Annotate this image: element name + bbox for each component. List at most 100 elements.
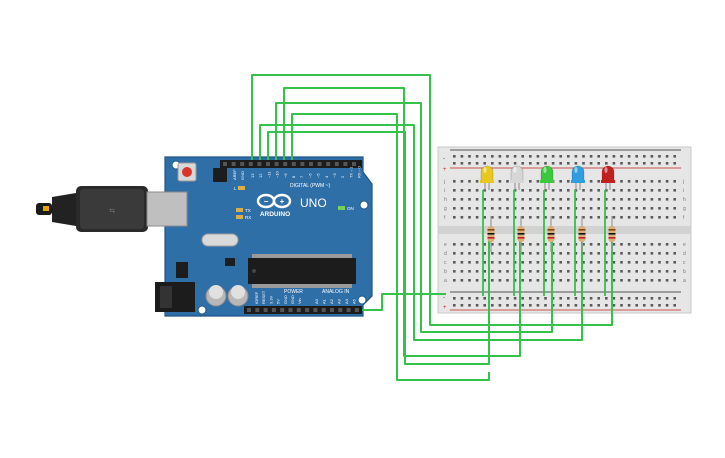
breadboard-hole[interactable] [529, 155, 532, 158]
breadboard-hole[interactable] [529, 252, 532, 255]
breadboard-hole[interactable] [513, 155, 517, 158]
breadboard-hole[interactable] [559, 162, 562, 165]
breadboard-hole[interactable] [521, 252, 524, 255]
breadboard-hole[interactable] [589, 261, 593, 264]
header-hole[interactable] [334, 162, 339, 166]
breadboard-hole[interactable] [491, 304, 494, 307]
breadboard-hole[interactable] [567, 279, 570, 282]
breadboard-hole[interactable] [612, 261, 616, 264]
breadboard-hole[interactable] [627, 155, 631, 158]
breadboard-hole[interactable] [643, 279, 646, 282]
breadboard-hole[interactable] [544, 189, 547, 192]
breadboard-hole[interactable] [673, 270, 676, 273]
breadboard-hole[interactable] [597, 189, 600, 192]
breadboard-hole[interactable] [658, 207, 661, 210]
led-white[interactable] [510, 165, 524, 190]
breadboard-hole[interactable] [468, 189, 471, 192]
breadboard-hole[interactable] [506, 162, 509, 165]
breadboard-hole[interactable] [483, 297, 486, 300]
breadboard-hole[interactable] [460, 261, 464, 264]
breadboard-hole[interactable] [612, 297, 616, 300]
breadboard-hole[interactable] [567, 162, 570, 165]
breadboard-hole[interactable] [453, 189, 456, 192]
led-red[interactable] [601, 165, 615, 190]
breadboard-hole[interactable] [567, 252, 570, 255]
breadboard-hole[interactable] [475, 189, 479, 192]
breadboard-hole[interactable] [673, 180, 676, 183]
breadboard-hole[interactable] [468, 207, 471, 210]
breadboard-hole[interactable] [475, 279, 479, 282]
breadboard-hole[interactable] [536, 189, 540, 192]
breadboard-hole[interactable] [589, 155, 593, 158]
breadboard-hole[interactable] [491, 297, 494, 300]
breadboard-hole[interactable] [589, 216, 593, 219]
breadboard-hole[interactable] [460, 270, 464, 273]
breadboard-hole[interactable] [453, 252, 456, 255]
breadboard-hole[interactable] [468, 270, 471, 273]
breadboard-hole[interactable] [567, 155, 570, 158]
header-hole[interactable] [240, 162, 245, 166]
breadboard-hole[interactable] [582, 243, 585, 246]
breadboard-hole[interactable] [544, 198, 547, 201]
breadboard-hole[interactable] [491, 198, 494, 201]
header-hole[interactable] [255, 308, 260, 312]
breadboard-hole[interactable] [536, 297, 540, 300]
breadboard-hole[interactable] [513, 189, 517, 192]
breadboard-hole[interactable] [498, 189, 502, 192]
breadboard-hole[interactable] [498, 243, 502, 246]
breadboard-hole[interactable] [643, 155, 646, 158]
breadboard-hole[interactable] [567, 243, 570, 246]
breadboard-hole[interactable] [506, 279, 509, 282]
breadboard-hole[interactable] [665, 162, 669, 165]
breadboard-hole[interactable] [589, 189, 593, 192]
breadboard-hole[interactable] [620, 189, 623, 192]
breadboard-hole[interactable] [498, 180, 502, 183]
breadboard-hole[interactable] [498, 162, 502, 165]
breadboard-hole[interactable] [665, 279, 669, 282]
breadboard-hole[interactable] [567, 270, 570, 273]
header-hole[interactable] [263, 308, 268, 312]
breadboard-hole[interactable] [567, 261, 570, 264]
breadboard-hole[interactable] [597, 279, 600, 282]
led-blue[interactable] [571, 165, 585, 190]
breadboard-hole[interactable] [612, 198, 616, 201]
breadboard-hole[interactable] [620, 270, 623, 273]
wires[interactable] [251, 74, 613, 381]
breadboard-hole[interactable] [521, 270, 524, 273]
breadboard-hole[interactable] [551, 279, 555, 282]
breadboard-hole[interactable] [597, 261, 600, 264]
breadboard-hole[interactable] [627, 304, 631, 307]
wire-pin12-red[interactable] [251, 74, 613, 326]
breadboard-hole[interactable] [643, 189, 646, 192]
breadboard-hole[interactable] [635, 261, 638, 264]
breadboard-hole[interactable] [574, 304, 578, 307]
breadboard-hole[interactable] [597, 304, 600, 307]
breadboard-hole[interactable] [582, 252, 585, 255]
breadboard-hole[interactable] [491, 261, 494, 264]
breadboard-hole[interactable] [627, 270, 631, 273]
breadboard-hole[interactable] [612, 304, 616, 307]
header-hole[interactable] [296, 308, 301, 312]
breadboard-hole[interactable] [665, 155, 669, 158]
breadboard-hole[interactable] [650, 243, 654, 246]
breadboard-hole[interactable] [597, 297, 600, 300]
wire-pin11-blue[interactable] [259, 124, 583, 341]
breadboard-hole[interactable] [627, 180, 631, 183]
reset-button[interactable] [182, 167, 192, 177]
breadboard-hole[interactable] [582, 198, 585, 201]
breadboard-hole[interactable] [605, 304, 608, 307]
breadboard-hole[interactable] [567, 297, 570, 300]
header-hole[interactable] [317, 162, 322, 166]
breadboard-hole[interactable] [529, 216, 532, 219]
breadboard-hole[interactable] [544, 216, 547, 219]
breadboard-hole[interactable] [658, 304, 661, 307]
breadboard-hole[interactable] [559, 304, 562, 307]
breadboard-hole[interactable] [582, 279, 585, 282]
breadboard-hole[interactable] [597, 155, 600, 158]
breadboard-hole[interactable] [673, 261, 676, 264]
breadboard-hole[interactable] [460, 297, 464, 300]
breadboard-hole[interactable] [513, 297, 517, 300]
breadboard-hole[interactable] [491, 216, 494, 219]
breadboard-hole[interactable] [605, 261, 608, 264]
breadboard-hole[interactable] [643, 261, 646, 264]
